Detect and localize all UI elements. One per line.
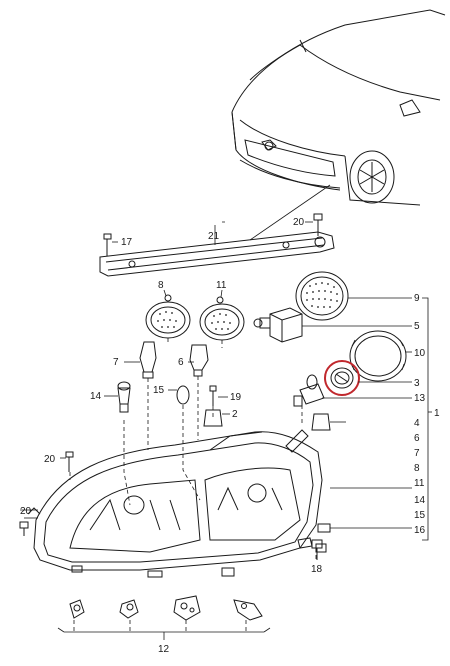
right-label-6: 6 <box>414 433 420 444</box>
label-7-left: 7 <box>113 357 119 368</box>
right-label-4: 4 <box>414 418 420 429</box>
label-14-left: 14 <box>90 391 102 402</box>
right-label-7: 7 <box>414 448 420 459</box>
label-21: 21 <box>208 231 220 242</box>
screw-20-bottom <box>19 507 41 536</box>
screw-20-left <box>60 451 74 472</box>
right-label-14: 14 <box>414 495 426 506</box>
bulb-13 <box>293 374 325 407</box>
label-20-bottom: 20 <box>20 506 32 517</box>
label-6-left: 6 <box>178 357 184 368</box>
label-17: 17 <box>121 237 133 248</box>
part-18 <box>311 539 323 560</box>
headlight-housing <box>33 429 331 578</box>
bulb-15 <box>168 385 190 405</box>
vehicle-illustration <box>231 9 446 206</box>
label-19: 19 <box>230 392 242 403</box>
right-label-9: 9 <box>414 293 420 304</box>
bolt-17 <box>103 233 118 256</box>
adjuster-4 <box>311 413 346 431</box>
bulb-cover-11 <box>199 289 245 341</box>
sealing-ring-10 <box>349 330 407 382</box>
label-11-top: 11 <box>216 280 227 291</box>
right-label-16: 16 <box>414 525 426 536</box>
right-label-5: 5 <box>414 321 420 332</box>
bulb-holder-6 <box>188 344 209 377</box>
right-label-10: 10 <box>414 348 426 359</box>
callout-labels: 21 17 20 8 11 7 6 14 15 19 2 20 20 18 12… <box>20 217 440 655</box>
highlight-circle <box>324 360 360 396</box>
bulb-14 <box>104 381 131 413</box>
bulb-holder-7 <box>124 341 157 379</box>
xenon-bulb-3 <box>324 360 360 396</box>
label-18: 18 <box>311 564 323 575</box>
label-12: 12 <box>158 644 170 655</box>
right-label-13: 13 <box>414 393 426 404</box>
bulb-cover-8 <box>145 289 191 339</box>
connector-set-12 <box>57 595 271 640</box>
right-label-8: 8 <box>414 463 420 474</box>
clip-2 <box>203 409 230 427</box>
screw-19 <box>209 385 228 406</box>
right-label-15: 15 <box>414 510 426 521</box>
headlight-cover-9 <box>295 271 349 321</box>
label-2: 2 <box>232 409 238 420</box>
label-1: 1 <box>434 408 440 419</box>
mounting-bracket <box>99 184 335 277</box>
label-8-top: 8 <box>158 280 164 291</box>
right-label-3: 3 <box>414 378 420 389</box>
label-15-left: 15 <box>153 385 165 396</box>
ballast-unit-5 <box>253 307 303 343</box>
label-20-left: 20 <box>44 454 56 465</box>
right-column-labels: 9 5 10 3 13 4 6 7 8 11 14 15 16 <box>414 293 426 536</box>
right-label-11: 11 <box>414 478 425 489</box>
bolt-20-top <box>305 213 323 236</box>
label-20-top: 20 <box>293 217 305 228</box>
leader-lines <box>20 297 432 560</box>
